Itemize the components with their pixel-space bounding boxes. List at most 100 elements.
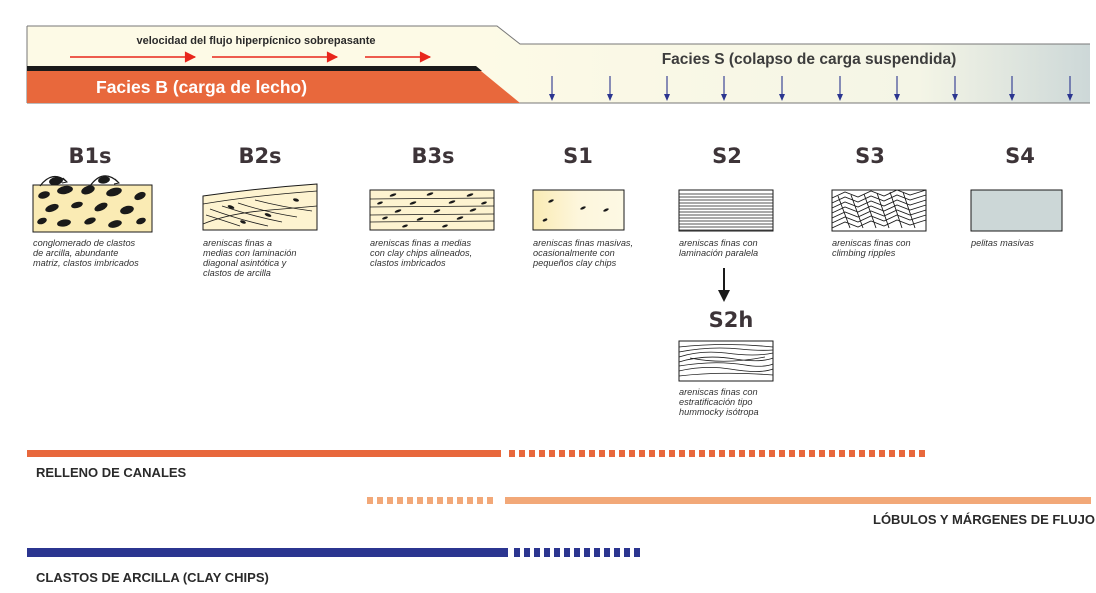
bed-black-line [27,66,482,71]
range-dash [539,450,545,457]
facies-s-band [480,26,1090,103]
range-dash [634,548,640,557]
range-dash [574,548,580,557]
range-dash [849,450,855,457]
down-arrow-icon [1067,76,1073,101]
range-dash [604,548,610,557]
range-label-channel-fill: RELLENO DE CANALES [36,465,187,480]
block-s3 [831,189,927,232]
range-dash [769,450,775,457]
range-dash [594,548,600,557]
range-dash [689,450,695,457]
range-dash [599,450,605,457]
range-dash [869,450,875,457]
range-channel-fill: RELLENO DE CANALES [27,450,925,480]
range-dash [467,497,473,504]
range-clay-chips: CLASTOS DE ARCILLA (CLAY CHIPS) [27,548,640,585]
facies-code-s4: S4 [1005,144,1035,168]
caption-s3: areniscas finas con climbing ripples [832,238,913,258]
range-bar-solid [27,548,508,557]
range-dash [889,450,895,457]
range-dash [749,450,755,457]
facies-b-band [27,71,520,103]
range-dash [614,548,620,557]
range-dash [457,497,463,504]
range-bar-dashed [514,548,640,557]
block-s2h [678,340,774,382]
facies-code-b3s: B3s [411,144,454,168]
down-arrow-icon [549,76,555,101]
range-bar-dashed [509,450,925,457]
down-arrow-icon [607,76,613,101]
down-arrow-icon [894,76,900,101]
range-dash [909,450,915,457]
down-arrow-icon [1009,76,1015,101]
range-dash [544,548,550,557]
range-dash [859,450,865,457]
range-dash [609,450,615,457]
range-dash [699,450,705,457]
range-dash [377,497,383,504]
block-b1s [32,175,153,233]
range-dash [564,548,570,557]
range-dash [729,450,735,457]
range-lobes: LÓBULOS Y MÁRGENES DE FLUJO [367,497,1095,527]
range-dash [789,450,795,457]
range-dash [524,548,530,557]
range-dash [709,450,715,457]
range-dash [719,450,725,457]
caption-s2h: areniscas finas con estratificación tipo… [679,387,760,417]
range-dash [569,450,575,457]
banner-top-edge [27,25,1090,45]
caption-s2: areniscas finas con laminación paralela [679,238,760,258]
range-dash [899,450,905,457]
caption-b2s: areniscas finas a medias con laminación … [203,238,299,278]
range-dash [549,450,555,457]
caption-s4: pelitas masivas [970,238,1034,248]
caption-b3s: areniscas finas a medias con clay chips … [370,238,475,268]
range-dash [624,548,630,557]
range-dash [447,497,453,504]
range-dash [387,497,393,504]
block-s2 [678,189,774,232]
range-dash [584,548,590,557]
down-arrow-icon [664,76,670,101]
range-dash [759,450,765,457]
facies-code-b2s: B2s [238,144,281,168]
range-bar-solid [27,450,501,457]
range-label-lobes: LÓBULOS Y MÁRGENES DE FLUJO [873,512,1095,527]
facies-b-title: Facies B (carga de lecho) [96,77,307,97]
block-s1 [532,189,625,231]
range-dash [629,450,635,457]
range-dash [779,450,785,457]
range-dash [839,450,845,457]
facies-code-s1: S1 [563,144,593,168]
range-dash [619,450,625,457]
caption-b1s: conglomerado de clastos de arcilla, abun… [33,238,139,268]
range-dash [799,450,805,457]
down-arrow-icon [837,76,843,101]
caption-s1: areniscas finas masivas, ocasionalmente … [532,238,636,268]
settling-arrows [549,76,1073,101]
range-dash [669,450,675,457]
header-banner: velocidad del flujo hiperpícnico sobrepa… [26,25,1090,104]
range-dash [579,450,585,457]
down-arrow-icon [779,76,785,101]
range-bar-dashed [367,497,493,504]
range-dash [514,548,520,557]
clay-clasts [37,185,146,228]
range-dash [509,450,515,457]
facies-code-b1s: B1s [68,144,111,168]
range-dash [919,450,925,457]
range-dash [397,497,403,504]
facies-code-s3: S3 [855,144,885,168]
s2-to-s2h-arrow [718,268,730,302]
range-dash [534,548,540,557]
range-dash [739,450,745,457]
range-dash [819,450,825,457]
range-dash [437,497,443,504]
range-dash [477,497,483,504]
block-b2s [202,183,318,231]
range-dash [519,450,525,457]
